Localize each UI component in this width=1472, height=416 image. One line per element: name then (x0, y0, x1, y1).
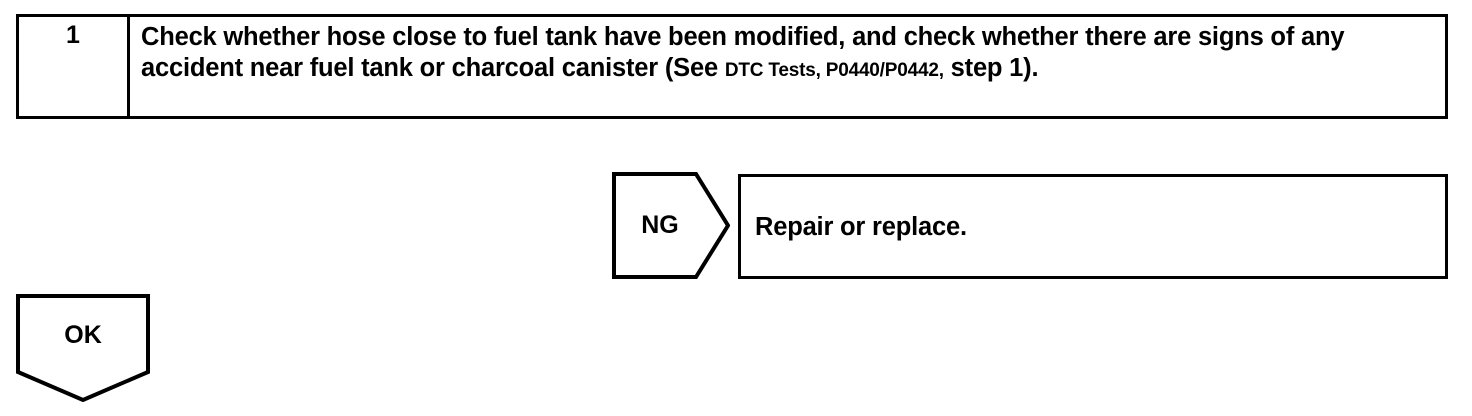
ok-branch-label: OK (64, 321, 102, 349)
repair-or-replace-box: Repair or replace. (738, 174, 1448, 279)
ok-pentagon-shape (16, 294, 150, 402)
step-instruction-text: Check whether hose close to fuel tank ha… (141, 22, 1439, 86)
step-row: 1 Check whether hose close to fuel tank … (16, 14, 1448, 119)
step-number-cell: 1 (19, 17, 130, 116)
ng-branch-label: NG (641, 211, 679, 239)
step-number: 1 (66, 21, 80, 49)
ok-branch-pentagon (16, 294, 150, 402)
ng-pentagon-shape (612, 172, 730, 279)
step-instruction-main-2: step 1). (943, 54, 1039, 82)
step-instruction-reference: DTC Tests, P0440/P0442, (724, 60, 944, 81)
repair-or-replace-text: Repair or replace. (755, 212, 967, 241)
step-instruction-cell: Check whether hose close to fuel tank ha… (130, 17, 1445, 116)
ng-branch-pentagon (612, 172, 730, 279)
step-instruction-main-1: Check whether hose close to fuel tank ha… (141, 23, 1345, 82)
